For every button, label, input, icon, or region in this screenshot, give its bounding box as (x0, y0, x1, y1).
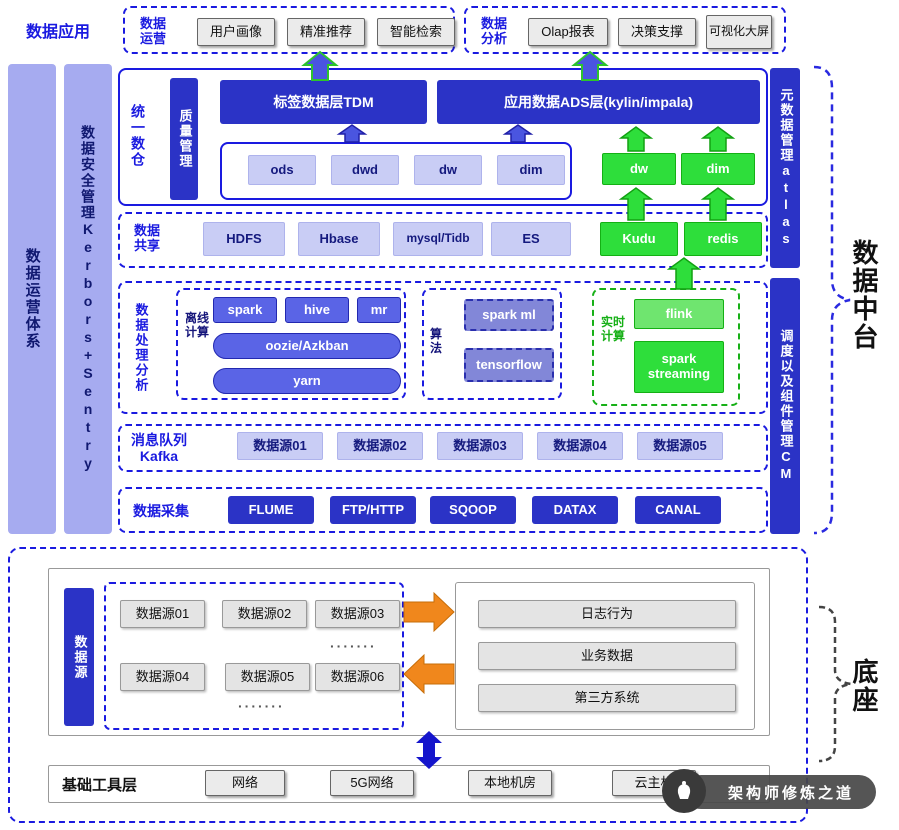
source-04: 数据源04 (120, 663, 205, 691)
infra-network: 网络 (205, 770, 285, 796)
target-business-data: 业务数据 (478, 642, 736, 670)
data-sharing-label: 数据共享 (133, 223, 160, 253)
app-user-profile: 用户画像 (197, 18, 275, 46)
unified-warehouse-label: 统一数仓 (130, 104, 147, 168)
collector-flume: FLUME (228, 496, 314, 524)
kafka-source-04: 数据源04 (537, 432, 623, 460)
app-olap-report: Olap报表 (528, 18, 608, 46)
resource-yarn: yarn (213, 368, 401, 394)
infra-layer-label: 基础工具层 (62, 777, 138, 794)
engine-spark: spark (213, 297, 277, 323)
app-visual-screen: 可视化大屏 (706, 15, 772, 49)
watermark-pill: 架构师修炼之道 (684, 775, 876, 809)
collector-datax: DATAX (532, 496, 618, 524)
metadata-management-bar: 元数据管理atlas (770, 68, 800, 268)
source-03: 数据源03 (315, 600, 400, 628)
bar-data-operation-system-label: 数据运营体系 (23, 248, 41, 350)
source-05: 数据源05 (225, 663, 310, 691)
platform-brace-label: 数据中台 (848, 239, 879, 351)
watermark: 架构师修炼之道 (662, 769, 878, 813)
quality-management-bar: 质量管理 (170, 78, 198, 200)
engine-hive: hive (285, 297, 349, 323)
row-unified-warehouse (118, 68, 768, 206)
bar-data-operation-system: 数据运营体系 (8, 64, 56, 534)
storage-redis: redis (684, 222, 762, 256)
algo-tensorflow: tensorflow (464, 348, 554, 382)
algorithm-label: 算法 (429, 327, 442, 355)
target-log-behavior: 日志行为 (478, 600, 736, 628)
bar-data-security: 数据安全管理Kerbors+Sentry (64, 64, 112, 534)
app-precise-recommend: 精准推荐 (287, 18, 365, 46)
kafka-source-05: 数据源05 (637, 432, 723, 460)
infra-local-idc: 本地机房 (468, 770, 552, 796)
app-decision-support: 决策支撑 (618, 18, 696, 46)
tdm-layer-box: 标签数据层TDM (220, 80, 427, 124)
kafka-label: 消息队列Kafka (131, 431, 187, 464)
collector-canal: CANAL (635, 496, 721, 524)
layer-dw: dw (414, 155, 482, 185)
source-01: 数据源01 (120, 600, 205, 628)
platform-brace (813, 65, 851, 535)
datasource-bar: 数据源 (64, 588, 94, 726)
group-label-data-analysis: 数据分析 (480, 16, 507, 46)
scheduler-oozie-azkban: oozie/Azkban (213, 333, 401, 359)
engine-spark-streaming: spark streaming (634, 341, 724, 393)
storage-es: ES (491, 222, 571, 256)
collector-sqoop: SQOOP (430, 496, 516, 524)
scheduler-cm-bar: 调度以及组件管理CM (770, 278, 800, 534)
layer-dwd: dwd (331, 155, 399, 185)
section-label-data-application: 数据应用 (26, 24, 91, 41)
storage-hbase: Hbase (298, 222, 380, 256)
ads-layer-box: 应用数据ADS层(kylin/impala) (437, 80, 760, 124)
realtime-computing-label: 实时计算 (600, 315, 625, 343)
target-third-party: 第三方系统 (478, 684, 736, 712)
engine-flink: flink (634, 299, 724, 329)
row-data-collection (118, 487, 768, 533)
layer-dim: dim (497, 155, 565, 185)
data-collection-label: 数据采集 (133, 502, 189, 519)
base-brace (818, 605, 852, 763)
watermark-logo (662, 769, 706, 813)
green-layer-dim: dim (681, 153, 755, 185)
source-dots-1: ······· (330, 638, 377, 654)
group-label-data-operation: 数据运营 (139, 16, 166, 46)
offline-computing-label: 离线计算 (184, 311, 209, 339)
foundation-section (8, 547, 808, 823)
base-brace-label: 底座 (848, 658, 879, 714)
storage-mysql-tidb: mysql/Tidb (393, 222, 483, 256)
storage-hdfs: HDFS (203, 222, 285, 256)
algorithm-group (422, 288, 562, 400)
algo-spark-ml: spark ml (464, 299, 554, 331)
storage-kudu: Kudu (600, 222, 678, 256)
watermark-logo-icon (677, 781, 691, 799)
offline-computing-group (176, 288, 406, 400)
infra-5g-network: 5G网络 (330, 770, 414, 796)
kafka-source-01: 数据源01 (237, 432, 323, 460)
source-06: 数据源06 (315, 663, 400, 691)
collector-ftp-http: FTP/HTTP (330, 496, 416, 524)
app-smart-search: 智能检索 (377, 18, 455, 46)
group-data-analysis: 数据分析 Olap报表 决策支撑 可视化大屏 (464, 6, 786, 54)
source-02: 数据源02 (222, 600, 307, 628)
row-data-processing (118, 281, 768, 414)
kafka-source-03: 数据源03 (437, 432, 523, 460)
kafka-source-02: 数据源02 (337, 432, 423, 460)
datasource-group (104, 582, 404, 730)
row-data-sharing (118, 212, 768, 268)
row-message-queue (118, 424, 768, 472)
realtime-computing-group (592, 288, 740, 406)
group-data-operation: 数据运营 用户画像 精准推荐 智能检索 (123, 6, 455, 54)
watermark-text: 架构师修炼之道 (727, 784, 854, 802)
green-layer-dw: dw (602, 153, 676, 185)
source-dots-2: ······· (238, 698, 285, 714)
engine-mr: mr (357, 297, 401, 323)
layer-ods: ods (248, 155, 316, 185)
bar-data-security-label: 数据安全管理Kerbors+Sentry (80, 125, 97, 473)
warehouse-layers-container (220, 142, 572, 200)
data-processing-label: 数据处理分析 (133, 303, 149, 393)
